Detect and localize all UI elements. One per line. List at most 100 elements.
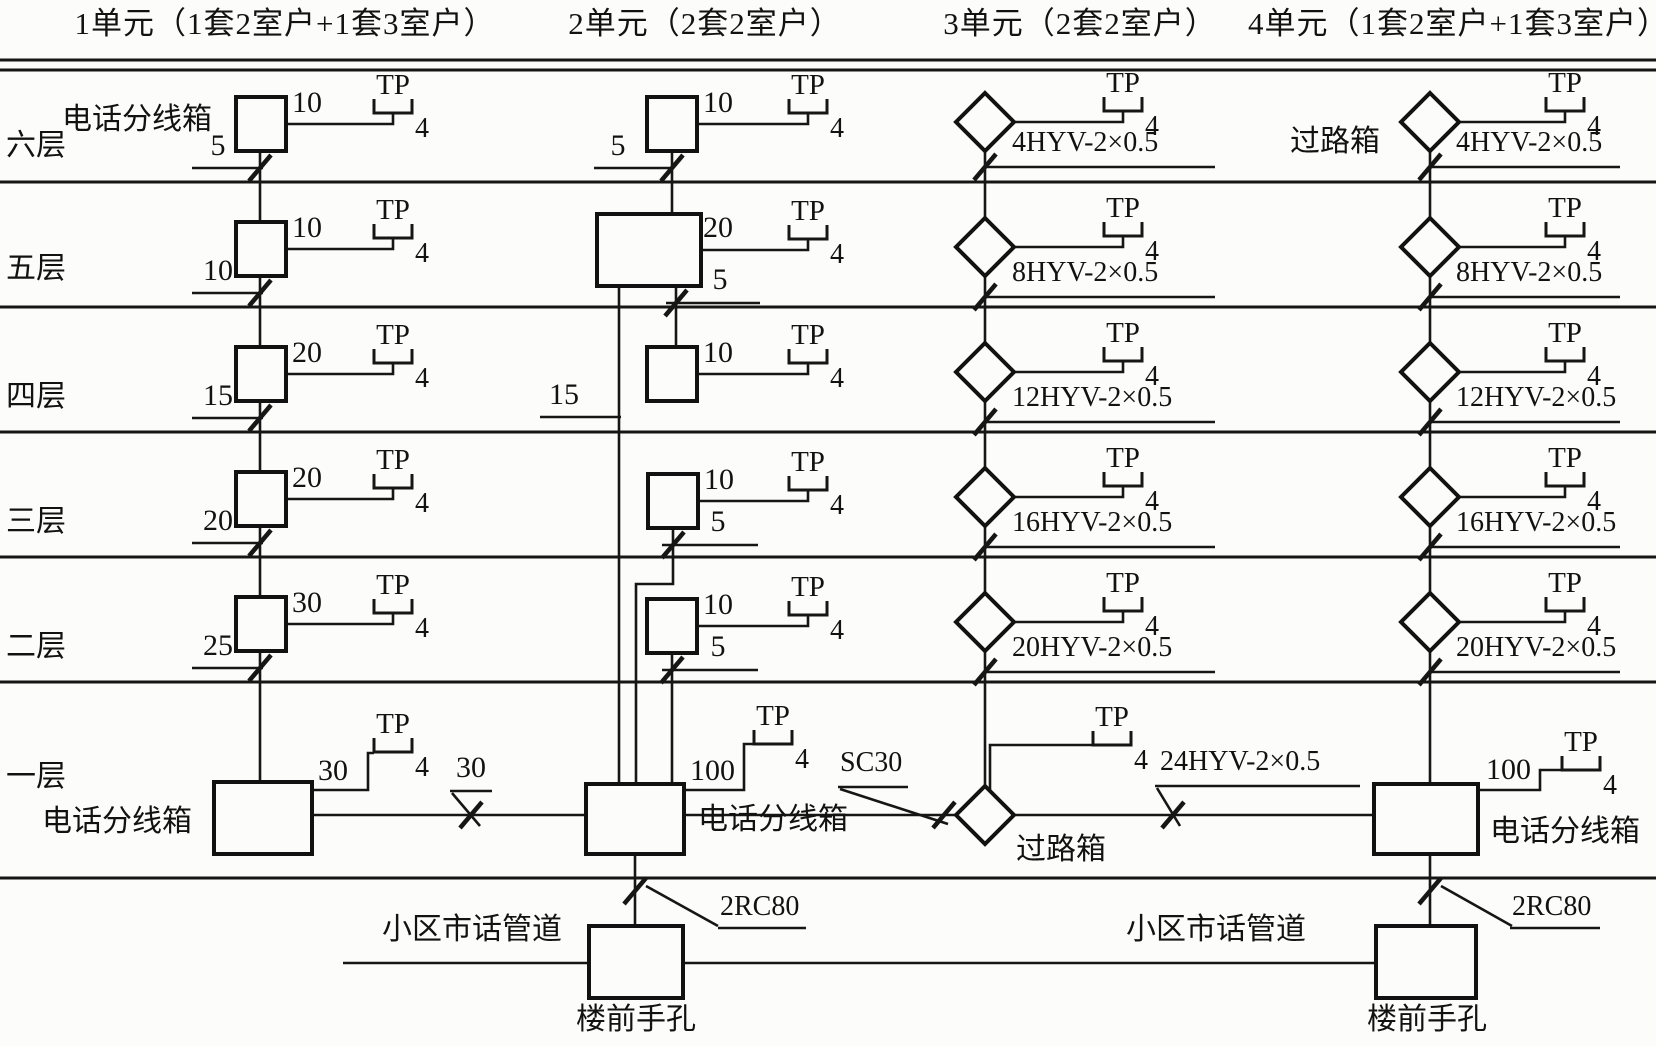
tp-text: TP — [1564, 726, 1598, 758]
floor-label-2: 二层 — [6, 630, 66, 663]
wires — [192, 111, 1620, 965]
dist-box-label-c2: 电话分线箱 — [698, 803, 848, 836]
tp-count: 4 — [830, 615, 844, 646]
tp-text: TP — [791, 69, 825, 101]
pair-count-c1-f6: 10 — [292, 86, 322, 119]
pass-boxes — [954, 91, 1461, 846]
duct-label-right: 小区市话管道 — [1126, 913, 1306, 946]
riser-count-c1-3: 20 — [203, 504, 233, 537]
tp-text: TP — [1106, 442, 1140, 474]
tp-text: TP — [376, 319, 410, 351]
dist-box-c2-f1 — [584, 782, 686, 856]
riser-count-c1-4: 15 — [203, 379, 233, 412]
pair-count-c1-f5: 10 — [292, 211, 322, 244]
tp-text: TP — [1106, 317, 1140, 349]
pair-count-c1-f1: 30 — [318, 754, 348, 787]
cable-label-c3-f4: 12HYV-2×0.5 — [1012, 382, 1173, 413]
conduit-label-2rc80-left: 2RC80 — [720, 891, 800, 922]
tp-count: 4 — [415, 488, 429, 519]
floor-label-3: 三层 — [6, 505, 66, 538]
riser-count-c2-5: 5 — [712, 263, 728, 296]
dist-box-c2-f5 — [595, 212, 703, 288]
riser-count-c1-6: 5 — [210, 129, 226, 162]
tp-text: TP — [376, 569, 410, 601]
tp-text: TP — [1548, 67, 1582, 99]
tp-count: 4 — [415, 363, 429, 394]
riser-count-c1-2: 25 — [203, 629, 233, 662]
dist-box-label-c4: 电话分线箱 — [1490, 815, 1640, 848]
tp-count: 4 — [1145, 361, 1159, 392]
pair-count-c2-f3: 10 — [704, 463, 734, 496]
tp-count: 4 — [1587, 486, 1601, 517]
unit-title-3: 3单元（2套2室户） — [943, 6, 1217, 41]
tp-count: 4 — [415, 752, 429, 783]
pass-box-label-c3: 过路箱 — [1016, 833, 1106, 866]
unit-title-4: 4单元（1套2室户+1套3室户） — [1248, 6, 1656, 41]
cable-label-c3-f6: 4HYV-2×0.5 — [1012, 127, 1159, 158]
cable-label-c3-f3: 16HYV-2×0.5 — [1012, 507, 1173, 538]
dist-box-c1-f4 — [234, 345, 288, 403]
tp-count: 4 — [1587, 361, 1601, 392]
tp-count: 4 — [1145, 486, 1159, 517]
tp-text: TP — [791, 195, 825, 227]
tp-count: 4 — [830, 113, 844, 144]
link-count-c1-c2: 30 — [456, 751, 486, 784]
cable-label-c4-f3: 16HYV-2×0.5 — [1456, 507, 1617, 538]
tp-text: TP — [1548, 317, 1582, 349]
tp-count: 4 — [1145, 611, 1159, 642]
pass-box-label-top: 过路箱 — [1290, 125, 1380, 158]
tp-count: 4 — [830, 363, 844, 394]
tp-text: TP — [376, 708, 410, 740]
tp-count: 4 — [1587, 111, 1601, 142]
tp-count: 4 — [1587, 611, 1601, 642]
riser-count-c2-4: 15 — [549, 378, 579, 411]
tp-text: TP — [756, 700, 790, 732]
pair-count-c2-f4: 10 — [703, 336, 733, 369]
tp-text: TP — [1106, 67, 1140, 99]
tp-count: 4 — [795, 744, 809, 775]
pair-count-c1-f4: 20 — [292, 336, 322, 369]
dist-box-label-top: 电话分线箱 — [62, 103, 212, 136]
pair-count-c2-f2: 10 — [703, 588, 733, 621]
conduit-label-sc30: SC30 — [840, 747, 903, 778]
dist-box-c1-f3 — [234, 470, 288, 528]
cable-label-c3-f5: 8HYV-2×0.5 — [1012, 257, 1159, 288]
tp-count: 4 — [1145, 111, 1159, 142]
unit-title-1: 1单元（1套2室户+1套3室户） — [74, 6, 496, 41]
floor-label-4: 四层 — [6, 380, 66, 413]
tp-text: TP — [1106, 192, 1140, 224]
dist-box-c1-f5 — [234, 220, 288, 278]
tp-count: 4 — [1587, 236, 1601, 267]
cable-label-c3-link: 24HYV-2×0.5 — [1160, 746, 1321, 777]
dist-box-c2-f2 — [645, 597, 699, 655]
tp-count: 4 — [415, 613, 429, 644]
pair-count-c2-f6: 10 — [703, 86, 733, 119]
tp-count: 4 — [1145, 236, 1159, 267]
cable-label-c4-f4: 12HYV-2×0.5 — [1456, 382, 1617, 413]
tp-count: 4 — [1134, 745, 1148, 776]
riser-count-c2-2: 5 — [710, 630, 726, 663]
pair-count-c2-f1: 100 — [690, 754, 735, 787]
tp-text: TP — [376, 194, 410, 226]
floor-lines — [0, 58, 1656, 880]
tp-count: 4 — [415, 238, 429, 269]
tp-count: 4 — [1603, 770, 1617, 801]
unit-title-2: 2单元（2套2室户） — [568, 6, 842, 41]
conduit-label-2rc80-right: 2RC80 — [1512, 891, 1592, 922]
